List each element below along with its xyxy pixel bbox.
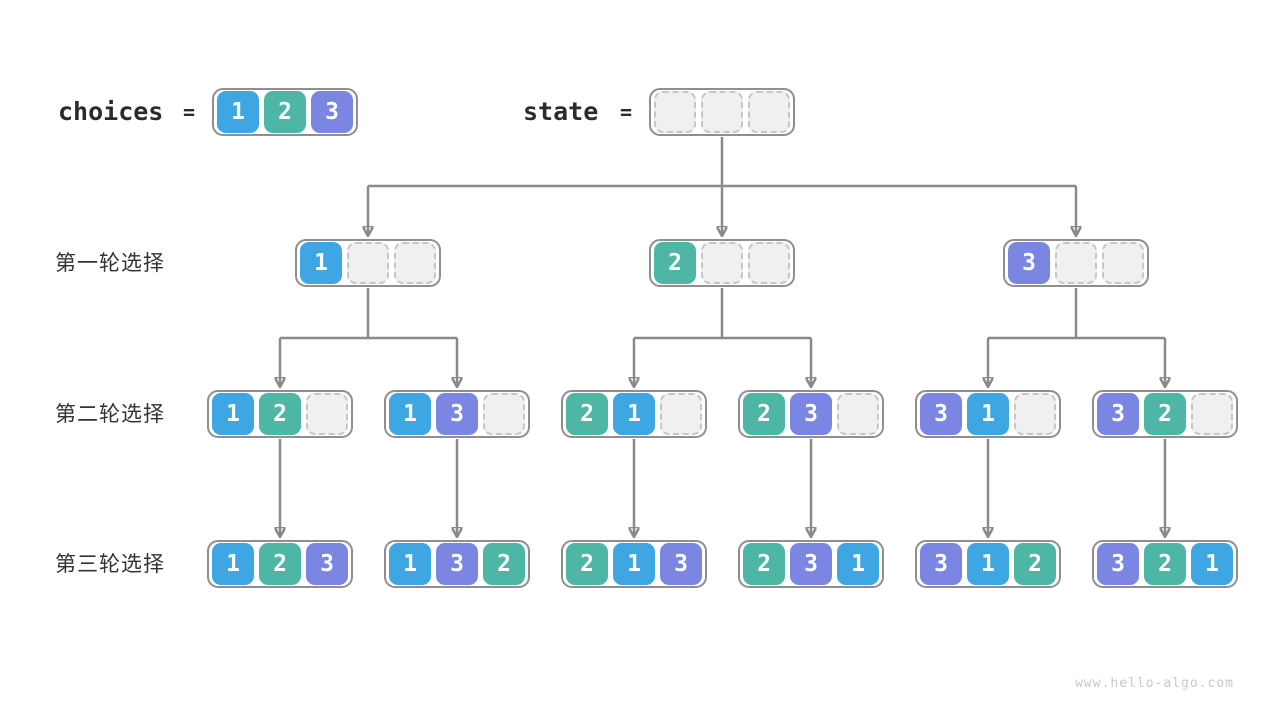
state-equals-sign: = — [620, 100, 633, 124]
cell-3: 3 — [1097, 393, 1139, 435]
cell-3: 3 — [790, 543, 832, 585]
cell-3: 3 — [790, 393, 832, 435]
cell-1: 1 — [967, 393, 1009, 435]
cell-1: 1 — [967, 543, 1009, 585]
cell-2: 2 — [566, 393, 608, 435]
round-1-label: 第一轮选择 — [55, 251, 165, 275]
cell-1: 1 — [212, 543, 254, 585]
empty-cell — [654, 91, 696, 133]
cell-1: 1 — [212, 393, 254, 435]
empty-cell — [837, 393, 879, 435]
cell-2: 2 — [654, 242, 696, 284]
cell-2: 2 — [1144, 393, 1186, 435]
cell-1: 1 — [300, 242, 342, 284]
cell-1: 1 — [389, 543, 431, 585]
cell-3: 3 — [920, 543, 962, 585]
choices-label: choices — [58, 97, 164, 126]
empty-cell — [701, 242, 743, 284]
empty-cell — [748, 242, 790, 284]
cell-2: 2 — [264, 91, 306, 133]
cell-2: 2 — [1144, 543, 1186, 585]
cell-1: 1 — [837, 543, 879, 585]
watermark: www.hello-algo.com — [1075, 676, 1234, 691]
empty-cell — [347, 242, 389, 284]
choices-equals-sign: = — [183, 100, 196, 124]
round-3-label: 第三轮选择 — [55, 552, 165, 576]
cell-2: 2 — [1014, 543, 1056, 585]
empty-cell — [701, 91, 743, 133]
cell-2: 2 — [259, 543, 301, 585]
node-round1-3: 3 — [1003, 239, 1149, 287]
empty-cell — [1102, 242, 1144, 284]
cell-3: 3 — [1097, 543, 1139, 585]
cell-3: 3 — [660, 543, 702, 585]
empty-cell — [306, 393, 348, 435]
empty-cell — [660, 393, 702, 435]
node-round1-1: 1 — [295, 239, 441, 287]
cell-2: 2 — [483, 543, 525, 585]
cell-3: 3 — [920, 393, 962, 435]
cell-1: 1 — [217, 91, 259, 133]
cell-1: 1 — [613, 393, 655, 435]
empty-cell — [1055, 242, 1097, 284]
state-label: state — [523, 97, 599, 126]
cell-3: 3 — [436, 543, 478, 585]
cell-2: 2 — [566, 543, 608, 585]
cell-3: 3 — [436, 393, 478, 435]
cell-3: 3 — [1008, 242, 1050, 284]
round-2-label: 第二轮选择 — [55, 402, 165, 426]
node-round1-2: 2 — [649, 239, 795, 287]
cell-3: 3 — [306, 543, 348, 585]
cell-1: 1 — [389, 393, 431, 435]
empty-cell — [1191, 393, 1233, 435]
cell-1: 1 — [1191, 543, 1233, 585]
empty-cell — [1014, 393, 1056, 435]
cell-1: 1 — [613, 543, 655, 585]
empty-cell — [483, 393, 525, 435]
empty-cell — [394, 242, 436, 284]
empty-cell — [748, 91, 790, 133]
cell-2: 2 — [743, 393, 785, 435]
state-array-box — [649, 88, 795, 136]
cell-2: 2 — [743, 543, 785, 585]
cell-3: 3 — [311, 91, 353, 133]
cell-2: 2 — [259, 393, 301, 435]
